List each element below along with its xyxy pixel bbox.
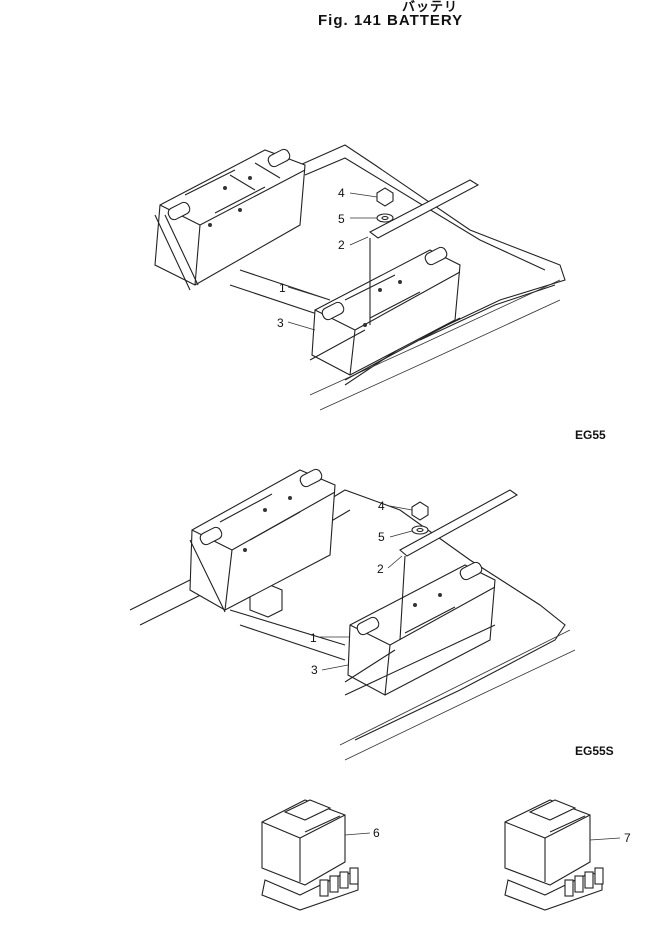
callout-7: 7 [624,831,631,845]
callout-5-eg55s: 5 [378,530,385,544]
callout-1-eg55s: 1 [310,631,317,645]
eg55-assembly [154,144,566,411]
callout-5-eg55: 5 [338,212,345,226]
relay-6-drawing [261,799,371,911]
callout-6: 6 [373,826,380,840]
japanese-title: バッテリ [402,0,459,15]
callout-4-eg55s: 4 [378,499,385,513]
eg55s-assembly [129,468,576,761]
callout-1-eg55: 1 [279,281,286,295]
model-label-eg55s: EG55S [575,744,614,758]
callout-3-eg55s: 3 [311,663,318,677]
callout-2-eg55: 2 [338,238,345,252]
callout-3-eg55: 3 [277,316,284,330]
callout-4-eg55: 4 [338,186,345,200]
figure-title: Fig. 141 BATTERY [318,12,464,29]
model-label-eg55: EG55 [575,428,606,442]
callout-2-eg55s: 2 [377,562,384,576]
relay-7-drawing [504,799,621,911]
